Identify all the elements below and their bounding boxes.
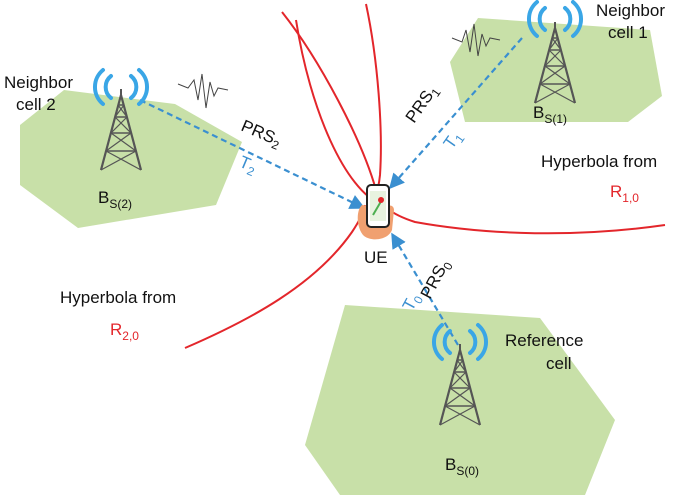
neighbor-cell-1-name-line2: cell 1: [608, 23, 648, 42]
hyperbola-r10-label: R1,0: [610, 182, 639, 205]
reference-cell-name-line1: Reference: [505, 331, 583, 350]
hyperbola-r20: [184, 204, 366, 349]
neighbor-cell-1-area: [450, 18, 662, 122]
hyperbola-r20-label: R2,0: [110, 320, 139, 343]
neighbor-cell-2-station-label: BS(2): [98, 188, 132, 211]
neighbor-cell-1-name-line1: Neighbor: [596, 1, 665, 20]
neighbor-cell-2-area: [20, 90, 242, 228]
reference-cell-name-line2: cell: [546, 354, 572, 373]
prs1-signal-path: [388, 37, 523, 190]
prs0-signal-path: [391, 232, 459, 346]
t1-label: T1: [440, 127, 468, 154]
prs2-label: PRS2: [237, 116, 284, 153]
prs2-signal-path: [139, 99, 366, 209]
signal-waveform-icon: [451, 23, 501, 57]
ue-label: UE: [364, 248, 388, 267]
hyperbola-r20-title: Hyperbola from: [60, 288, 176, 307]
prs1-label: PRS1: [402, 81, 444, 128]
neighbor-cell-2-name-line1: Neighbor: [4, 73, 73, 92]
t2-label: T2: [235, 152, 260, 179]
ue-device: [357, 184, 394, 240]
neighbor-cell-2-name-line2: cell 2: [16, 95, 56, 114]
hyperbola-r20-branch: [295, 19, 383, 206]
neighbor-cell-1-station-label: BS(1): [533, 103, 567, 126]
prs0-label: PRS0: [417, 256, 456, 303]
signal-waveform-icon: [177, 73, 229, 109]
reference-cell-area: [305, 305, 615, 495]
hyperbola-r10-title: Hyperbola from: [541, 152, 657, 171]
reference-cell-station-label: BS(0): [445, 455, 479, 478]
